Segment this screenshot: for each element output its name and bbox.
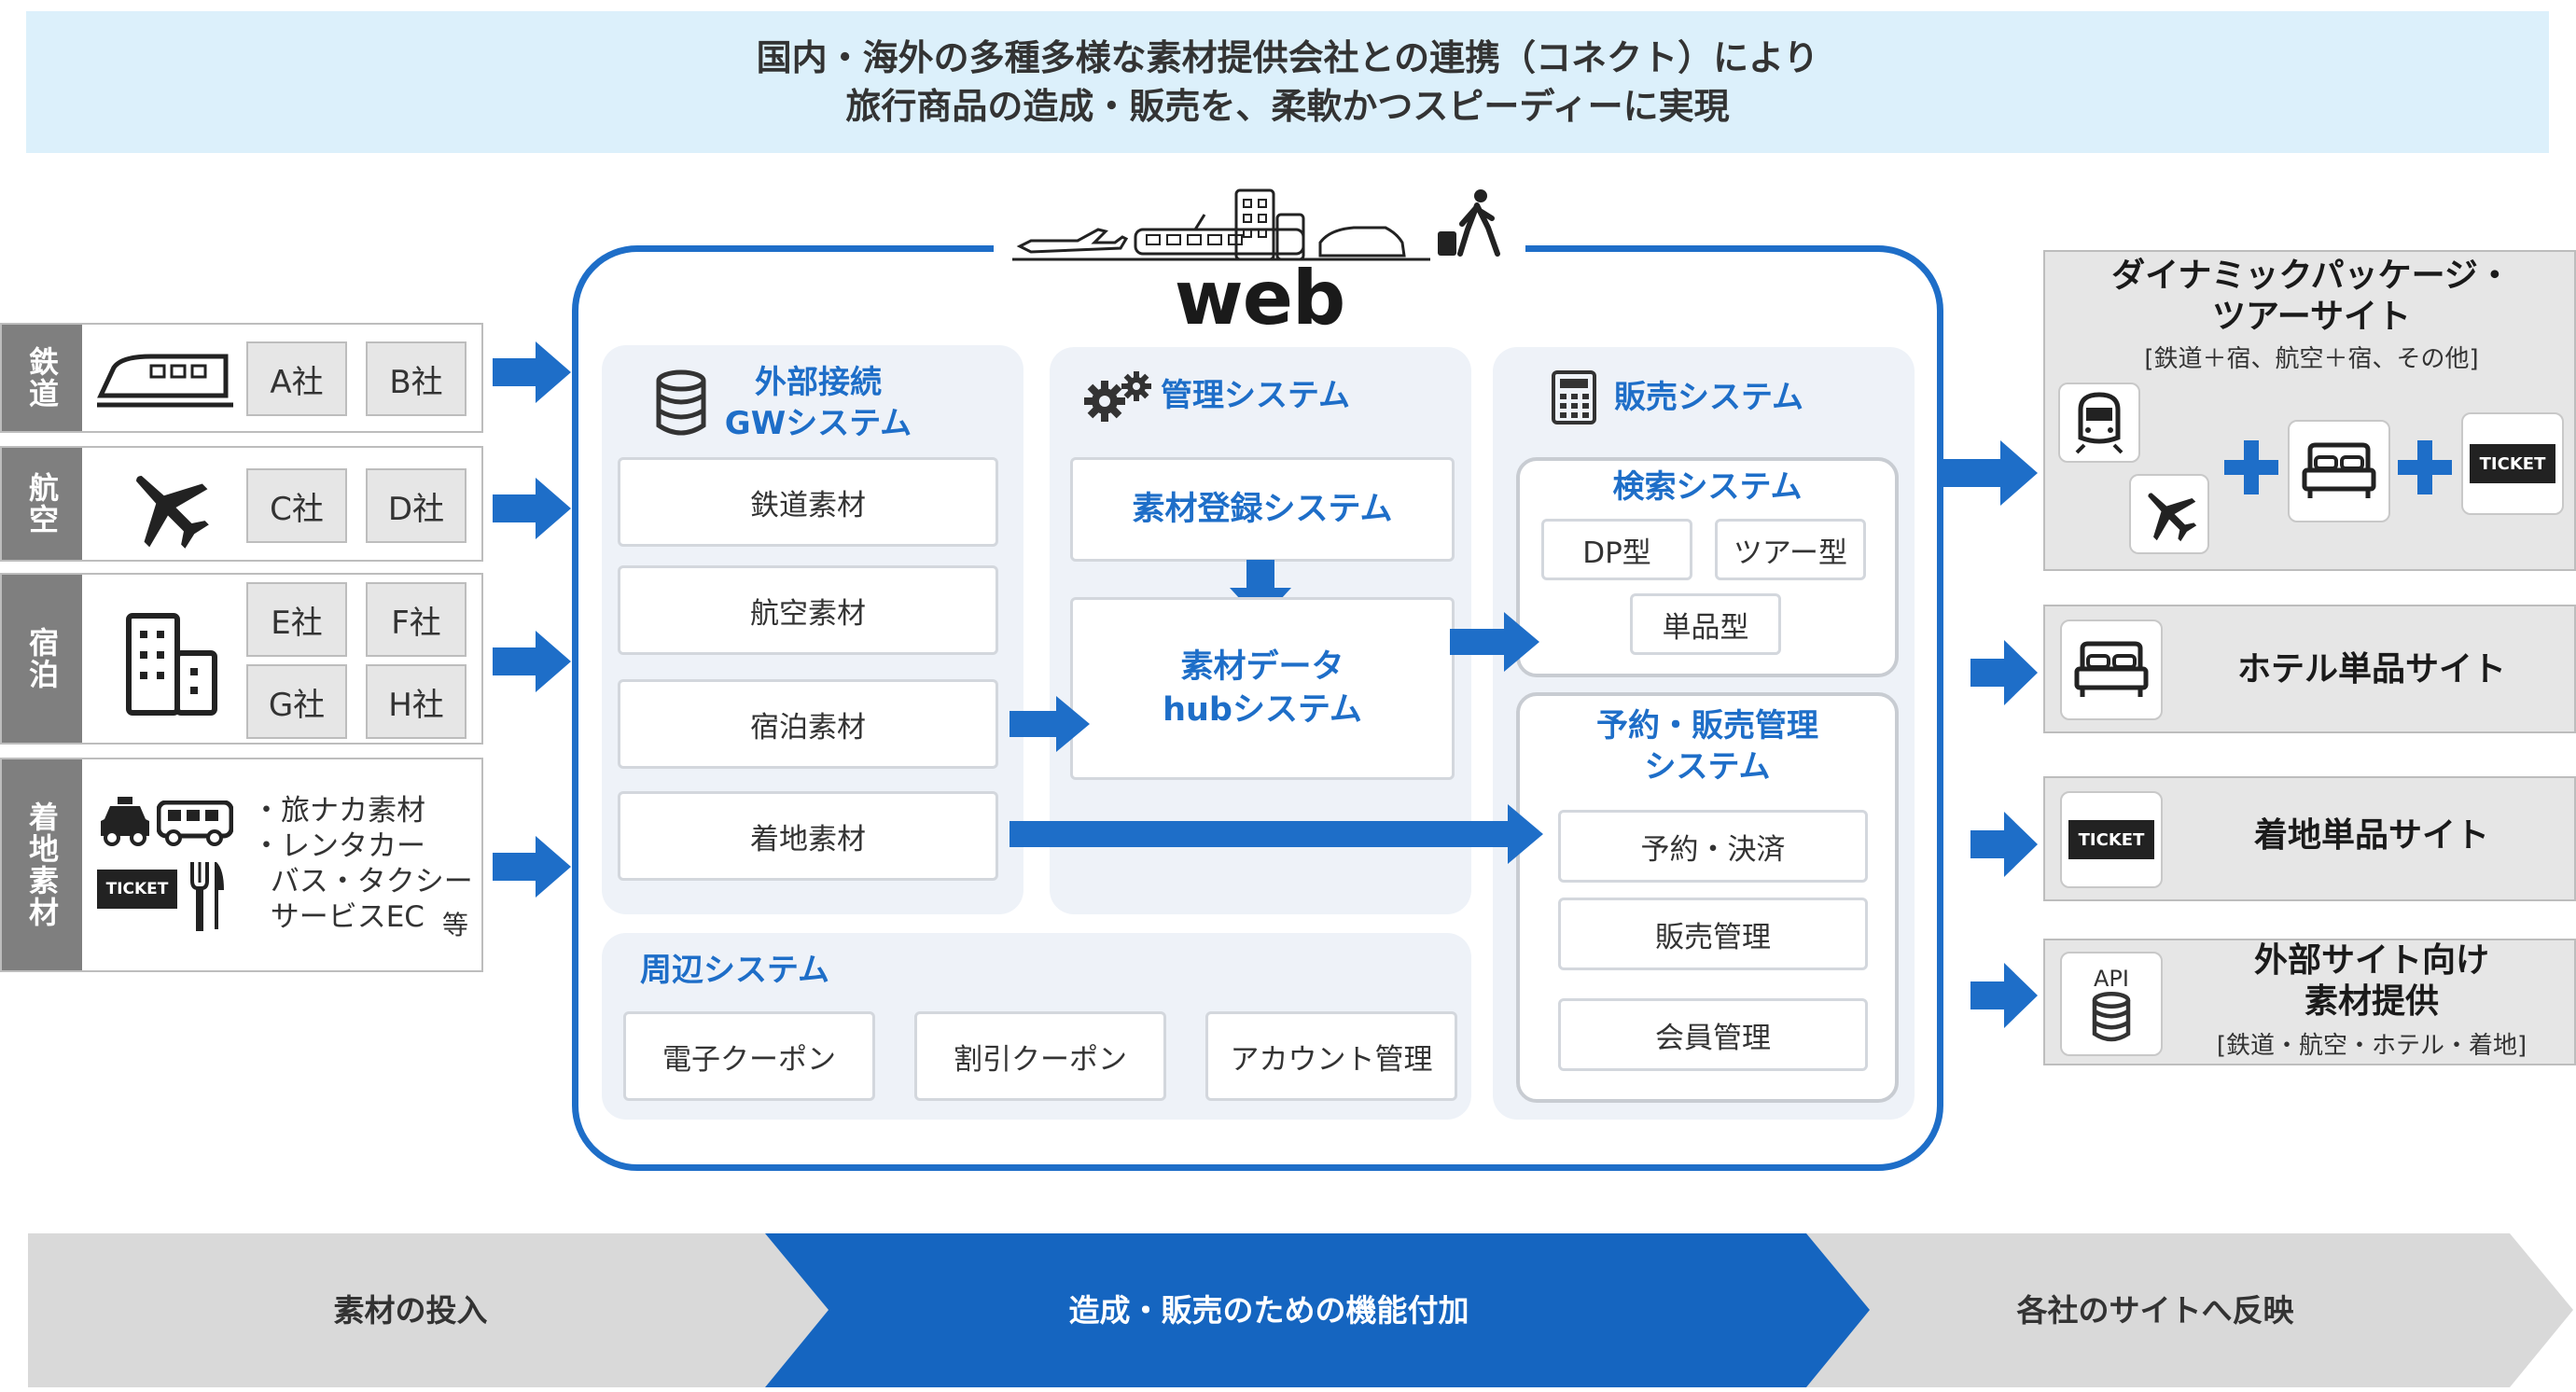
database-icon [2091,992,2132,1042]
management-system-title: 管理システム [1161,375,1375,416]
plus-icon [2224,440,2278,494]
taxi-icon [97,795,153,847]
output-arrow-hotel [1970,640,2038,705]
header-line-2: 旅行商品の造成・販売を、柔軟かつスピーディーに実現 [845,82,1729,131]
external-site-title: 外部サイト向け素材提供 [2176,940,2568,1023]
gw-item-local: 着地素材 [618,791,998,881]
building-icon [123,608,222,717]
dp-site-title: ダイナミックパッケージ・ツアーサイト [2045,256,2576,338]
bus-icon [157,800,233,847]
reservation-system-title: 予約・販売管理システム [1516,705,1899,787]
dp-ticket-box: TICKET [2461,412,2564,515]
local-item: サービスEC [252,899,473,935]
output-dp-site: ダイナミックパッケージ・ツアーサイト [鉄道＋宿、航空＋宿、その他] TICKE… [2043,250,2576,571]
source-air-label: 航空 [2,448,82,560]
dp-train-box [2058,383,2140,463]
local-to-reserve-arrow [1010,804,1543,864]
search-tour-type: ツアー型 [1715,519,1866,580]
local-ticket-box: TICKET [2060,791,2163,888]
bed-icon [2073,641,2150,699]
hotel-site-title: ホテル単品サイト [2185,649,2558,690]
periph-account-management: アカウント管理 [1205,1011,1457,1101]
reserve-payment: 予約・決済 [1558,810,1868,883]
train-icon [95,347,235,409]
output-arrow-local [1970,812,2038,877]
flow-step-3-label: 各社のサイトへ反映 [1829,1292,2482,1329]
output-local-site: TICKET 着地単品サイト [2043,776,2576,901]
bed-icon [2301,442,2377,500]
reserve-member-management: 会員管理 [1558,998,1868,1071]
output-arrow-external [1970,963,2038,1028]
airplane-icon [123,463,213,552]
gw-item-rail: 鉄道素材 [618,457,998,547]
material-register-system: 素材登録システム [1070,457,1455,562]
api-label: API [2094,966,2129,992]
header-line-1: 国内・海外の多種多様な素材提供会社との連携（コネクト）により [757,34,1819,82]
hotel-to-hub-arrow [1010,696,1090,752]
company-h: H社 [366,664,466,739]
source-rail-label: 鉄道 [2,325,82,431]
input-arrow-hotel [493,631,571,692]
company-f: F社 [366,582,466,657]
airplane-icon [2139,484,2199,544]
dp-air-box [2129,474,2209,554]
source-air: 航空 C社 D社 [0,446,483,562]
ticket-icon-text: TICKET [106,880,169,898]
ticket-icon: TICKET [2068,820,2154,859]
source-local-label: 着地素材 [2,759,82,970]
output-external-site: API 外部サイト向け素材提供 [鉄道・航空・ホテル・着地] [2043,939,2576,1065]
company-g: G社 [246,664,347,739]
output-hotel-site: ホテル単品サイト [2043,605,2576,733]
header-banner: 国内・海外の多種多様な素材提供会社との連携（コネクト）により 旅行商品の造成・販… [26,11,2549,153]
dp-bed-box [2288,420,2390,522]
local-site-title: 着地単品サイト [2185,815,2558,856]
source-hotel-label: 宿泊 [2,575,82,743]
company-c: C社 [246,468,347,543]
local-item: バス・タクシー [252,864,473,899]
local-etc: 等 [442,905,468,942]
peripheral-system-title: 周辺システム [640,950,873,991]
flow-step-2-label: 造成・販売のための機能付加 [830,1292,1707,1329]
external-site-sub: [鉄道・航空・ホテル・着地] [2176,1026,2568,1061]
source-hotel: 宿泊 E社 F社 G社 H社 [0,573,483,745]
periph-discount-coupon: 割引クーポン [914,1011,1166,1101]
database-icon [655,369,707,437]
search-dp-type: DP型 [1541,519,1692,580]
reserve-sales-management: 販売管理 [1558,898,1868,970]
hotel-bed-box [2060,619,2163,720]
ticket-icon: TICKET [2470,444,2555,483]
local-item: ・旅ナカ素材 [252,793,473,828]
input-arrow-local [493,836,571,898]
company-b: B社 [366,341,466,416]
periph-e-coupon: 電子クーポン [623,1011,875,1101]
cutlery-icon [188,860,226,931]
input-arrow-air [493,478,571,539]
gw-item-air: 航空素材 [618,565,998,655]
input-arrow-rail [493,341,571,403]
flow-step-1-label: 素材の投入 [28,1292,793,1329]
plus-icon [2398,440,2452,494]
source-rail: 鉄道 A社 B社 [0,323,483,433]
sales-system-title: 販売システム [1614,377,1847,418]
company-d: D社 [366,468,466,543]
ticket-icon: TICKET [97,870,177,909]
company-a: A社 [246,341,347,416]
local-item-list: ・旅ナカ素材 ・レンタカー バス・タクシー サービスEC [252,793,473,935]
search-single-type: 単品型 [1630,593,1781,655]
api-box: API [2060,952,2163,1056]
output-arrow-dp [1941,440,2038,506]
source-local: 着地素材 TICKET ・旅ナカ素材 ・レンタカー バス・タクシー サービスEC… [0,758,483,972]
gear-icon [1084,371,1153,424]
hub-to-search-arrow [1450,612,1539,672]
local-item: ・レンタカー [252,828,473,864]
company-e: E社 [246,582,347,657]
search-system-title: 検索システム [1516,466,1899,508]
calculator-icon [1551,369,1597,425]
dp-site-sub: [鉄道＋宿、航空＋宿、その他] [2045,340,2576,374]
train-front-icon [2071,391,2127,454]
gw-item-hotel: 宿泊素材 [618,679,998,769]
